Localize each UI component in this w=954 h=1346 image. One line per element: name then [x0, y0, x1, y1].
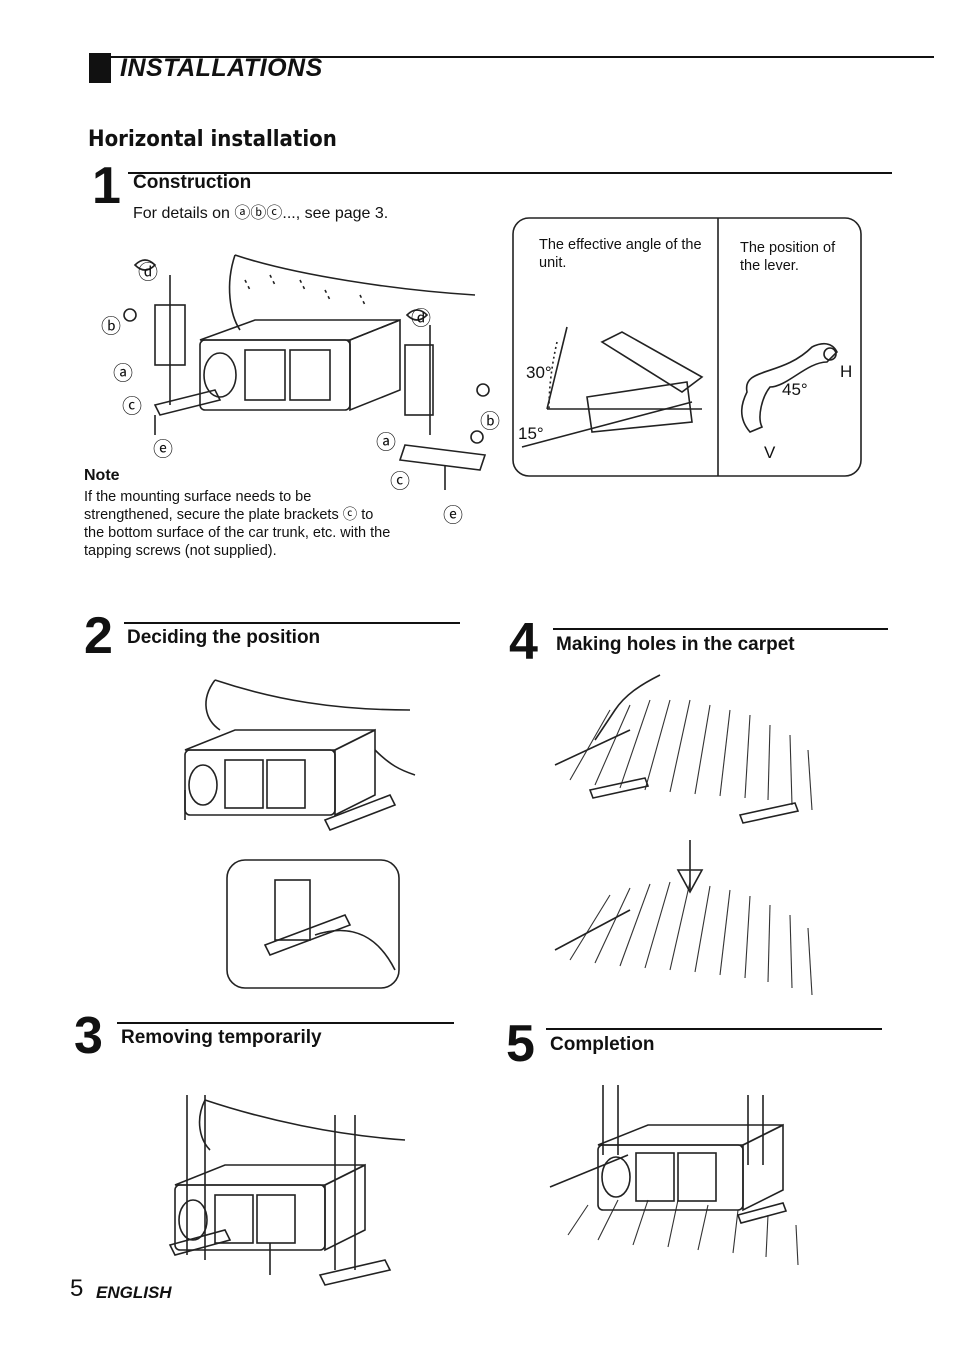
step-3-title: Removing temporarily [121, 1027, 322, 1048]
step-5-rule [546, 1028, 882, 1030]
angle-down-label: 15° [518, 424, 544, 443]
step-1-details: For details on ⓐⓑⓒ..., see page 3. [133, 205, 389, 222]
lever-h-label: H [840, 362, 853, 381]
lever-v-label: V [764, 443, 776, 462]
lever-caption: The position of the lever. [740, 240, 836, 274]
angle-caption: The effective angle of the unit. [539, 237, 702, 271]
label-e-right: ⓔ [443, 505, 463, 527]
step-1-rule [128, 172, 892, 174]
top-rule [89, 56, 934, 58]
section-marker [89, 53, 111, 83]
position-diagram [184, 679, 416, 989]
completion-diagram [549, 1085, 799, 1266]
label-d-right: ⓓ [411, 308, 431, 330]
step-4-number: 4 [509, 613, 538, 671]
step-2-rule [124, 622, 460, 624]
lever-angle-label: 45° [782, 380, 808, 399]
label-b-left: ⓑ [101, 316, 121, 338]
step-1-title: Construction [133, 172, 252, 193]
page-number: 5 [70, 1275, 84, 1302]
carpet-diagram [554, 674, 813, 996]
removal-diagram [168, 1095, 406, 1286]
step-2-number: 2 [84, 607, 113, 665]
section-title: INSTALLATIONS [120, 54, 323, 82]
label-a-right: ⓐ [376, 432, 396, 454]
step-2-title: Deciding the position [127, 627, 321, 648]
label-d-left: ⓓ [138, 262, 158, 284]
footer-language: ENGLISH [96, 1283, 172, 1302]
page-heading: Horizontal installation [88, 127, 337, 152]
step-5-title: Completion [550, 1034, 655, 1055]
angle-up-label: 30° [526, 363, 552, 382]
label-b-right: ⓑ [480, 411, 500, 433]
note-heading: Note [84, 467, 120, 484]
angle-box-frame [512, 217, 862, 477]
label-e-left: ⓔ [153, 439, 173, 461]
label-a-left: ⓐ [113, 363, 133, 385]
step-1-number: 1 [92, 157, 121, 215]
step-4-rule [553, 628, 888, 630]
label-c-left: ⓒ [122, 396, 142, 418]
step-3-number: 3 [74, 1007, 103, 1065]
step-3-rule [117, 1022, 454, 1024]
construction-diagram [123, 254, 490, 490]
label-c-right: ⓒ [390, 471, 410, 493]
note-text: If the mounting surface needs to be stre… [84, 489, 391, 559]
step-4-title: Making holes in the carpet [556, 634, 795, 655]
step-5-number: 5 [506, 1015, 535, 1073]
